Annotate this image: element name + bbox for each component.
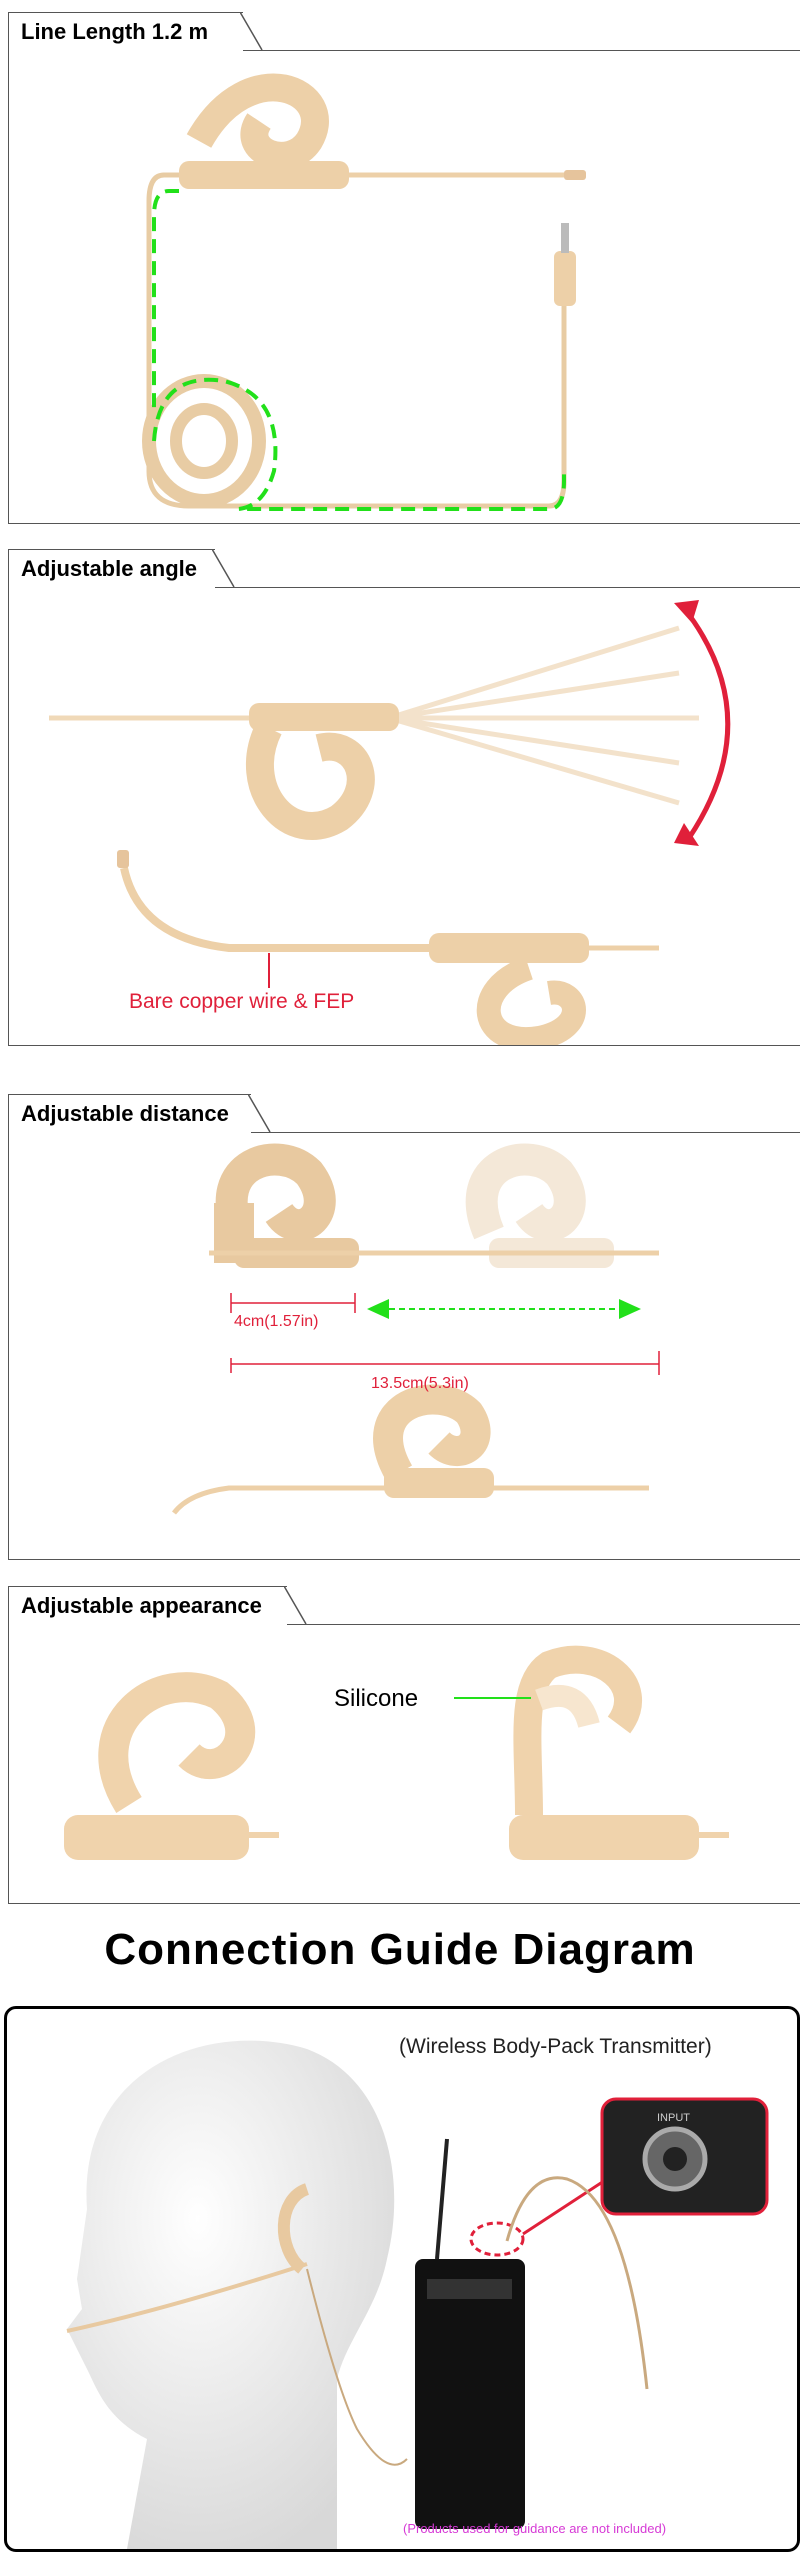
section-tab: Adjustable angle: [8, 549, 215, 588]
line-length-image: [8, 50, 800, 524]
section-title: Adjustable distance: [21, 1101, 229, 1126]
adjustable-distance-image: 4cm(1.57in) 13.5cm(5.3in): [8, 1132, 800, 1560]
input-port-label: INPUT: [657, 2112, 690, 2124]
section-title: Line Length 1.2 m: [21, 19, 209, 44]
section-tab: Line Length 1.2 m: [8, 12, 243, 51]
section-adjustable-distance: 4cm(1.57in) 13.5cm(5.3in) Adjustable dis…: [8, 1094, 800, 1560]
material-annotation: Bare copper wire & FEP: [129, 990, 355, 1013]
measure-short-label: 4cm(1.57in): [234, 1313, 319, 1330]
section-line-length: Line Length 1.2 m: [8, 12, 800, 524]
transmitter-label: (Wireless Body-Pack Transmitter): [399, 2035, 712, 2058]
section-tab: Adjustable appearance: [8, 1586, 287, 1625]
connection-guide-diagram: INPUT (Wireless Body-Pack Transmitter) (…: [4, 2006, 800, 2552]
adjustable-angle-image: Bare copper wire & FEP: [8, 587, 800, 1046]
guide-illustration: INPUT: [66, 2040, 769, 2549]
material-annotation: Silicone: [334, 1685, 419, 1712]
guide-title: Connection Guide Diagram: [104, 1925, 696, 1974]
adjustable-appearance-image: Silicone: [8, 1624, 800, 1904]
section-title: Adjustable appearance: [21, 1593, 262, 1618]
measure-long-label: 13.5cm(5.3in): [371, 1375, 469, 1392]
disclaimer-text: (Products used for guidance are not incl…: [403, 2521, 667, 2536]
section-adjustable-appearance: Silicone Adjustable appearance: [8, 1586, 800, 1906]
section-title: Adjustable angle: [21, 556, 198, 581]
section-tab: Adjustable distance: [8, 1094, 251, 1133]
section-adjustable-angle: Bare copper wire & FEP Adjustable angle: [8, 549, 800, 1046]
